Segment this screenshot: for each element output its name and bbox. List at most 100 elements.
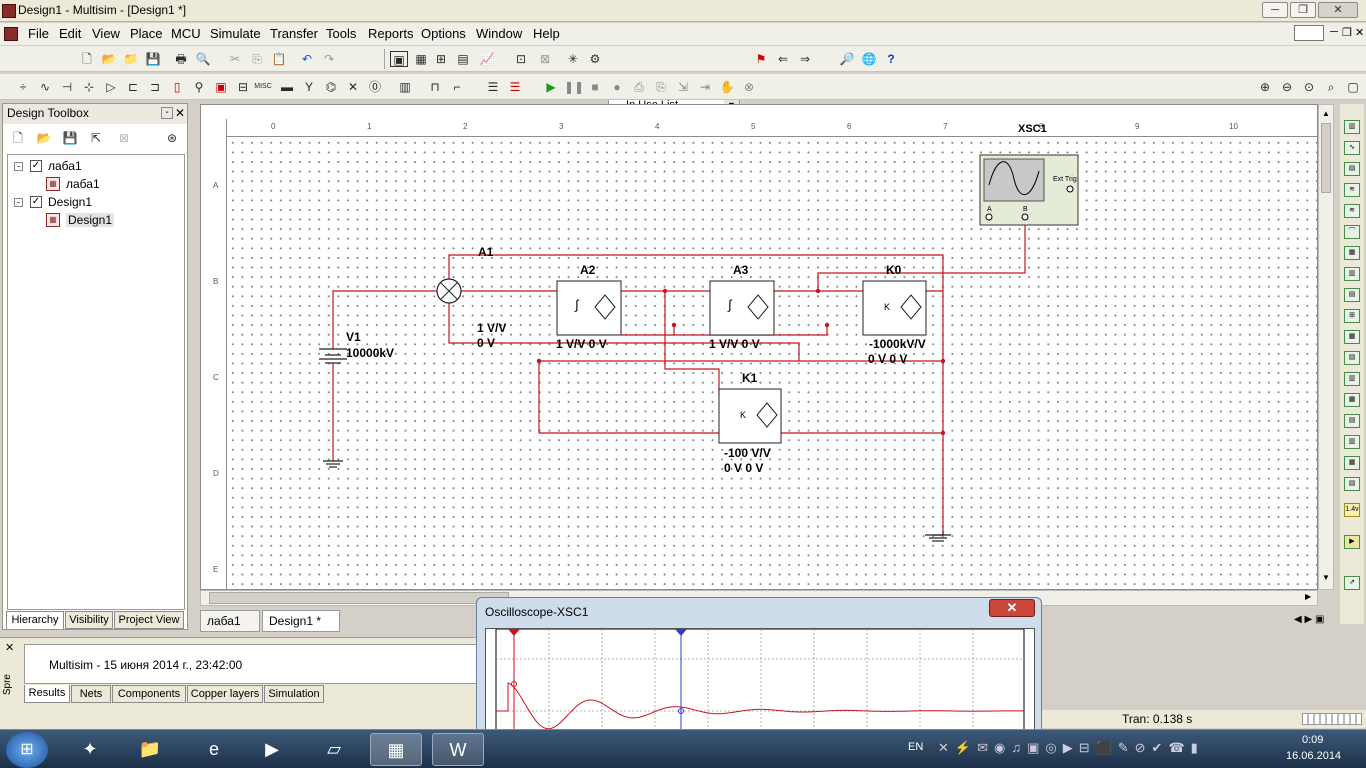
transistor-icon[interactable]: ⊹ bbox=[83, 80, 95, 94]
clock-date[interactable]: 16.06.2014 bbox=[1286, 750, 1342, 762]
paste-icon[interactable]: 📋 bbox=[271, 52, 287, 66]
oscilloscope-screen[interactable] bbox=[485, 628, 1035, 740]
remove-design-icon[interactable]: ⊠ bbox=[118, 131, 130, 145]
toggle-visibility-icon[interactable]: ⊛ bbox=[166, 131, 178, 145]
mdi-restore-icon[interactable]: ❐ bbox=[1342, 27, 1352, 39]
logic-analyzer-icon[interactable]: ▤ bbox=[1344, 288, 1360, 302]
canvas-vertical-scrollbar[interactable]: ▲ ▼ bbox=[1318, 104, 1334, 590]
stop-icon[interactable]: ■ bbox=[591, 80, 599, 94]
step-over-icon[interactable]: ⎙ bbox=[634, 80, 644, 94]
step-icon[interactable]: ● bbox=[613, 80, 621, 94]
tab-visibility[interactable]: Visibility bbox=[65, 611, 113, 629]
close-button[interactable]: ✕ bbox=[1318, 2, 1358, 18]
tab-nav-icon[interactable]: ◀ ▶ ▣ bbox=[1294, 614, 1325, 625]
k0-label[interactable]: K0 bbox=[886, 263, 902, 277]
agilent-scope-icon[interactable]: ▦ bbox=[1344, 456, 1360, 470]
undo-icon[interactable]: ↶ bbox=[301, 52, 313, 66]
place-connector-icon[interactable]: ⊓ bbox=[430, 80, 440, 94]
schematic-canvas[interactable]: 0 1 2 3 4 5 6 7 8 9 10 A B C D E bbox=[200, 104, 1318, 590]
multisim-app-icon[interactable] bbox=[2, 4, 16, 18]
toolbox-close-icon[interactable]: ✕ bbox=[175, 106, 186, 120]
explorer-icon[interactable]: 📁 bbox=[138, 739, 162, 759]
internet-explorer-icon[interactable]: e bbox=[208, 739, 219, 759]
postprocessor-icon[interactable]: 📈 bbox=[479, 52, 495, 66]
function-generator-icon[interactable]: ∿ bbox=[1344, 141, 1360, 155]
media-player-icon[interactable]: ▶ bbox=[265, 739, 279, 759]
education-web-icon[interactable]: 🌐 bbox=[861, 52, 877, 66]
start-button[interactable]: ⊞ bbox=[6, 732, 48, 768]
power-icon[interactable]: ⊟ bbox=[237, 80, 249, 94]
menu-options[interactable]: Options bbox=[421, 26, 466, 41]
electrical-rules-icon[interactable]: ✳ bbox=[567, 52, 579, 66]
mixed-icon[interactable]: ⚲ bbox=[194, 80, 204, 94]
open-sample-icon[interactable]: 📁 bbox=[123, 52, 139, 66]
redo-icon[interactable]: ↷ bbox=[323, 52, 335, 66]
indicator-icon[interactable]: ▣ bbox=[215, 80, 227, 94]
tab-results[interactable]: Results bbox=[24, 685, 70, 703]
wattmeter-icon[interactable]: ▤ bbox=[1344, 162, 1360, 176]
scroll-up-icon[interactable]: ▲ bbox=[1322, 109, 1330, 118]
agilent-generator-icon[interactable]: ▤ bbox=[1344, 414, 1360, 428]
taskbar-app-icon[interactable]: ✦ bbox=[82, 739, 98, 759]
iv-analyzer-icon[interactable]: ▦ bbox=[1344, 330, 1360, 344]
print-icon[interactable]: 🖶 bbox=[175, 52, 187, 66]
save-design-icon[interactable]: 💾 bbox=[62, 131, 78, 145]
menu-transfer[interactable]: Transfer bbox=[270, 26, 318, 41]
k1-label[interactable]: K1 bbox=[742, 371, 758, 385]
electromech-icon[interactable]: ⌬ bbox=[325, 80, 337, 94]
tray-icons[interactable]: ✕⚡✉◉♫▣◎▶⊟⬛✎⊘✔☎▮ bbox=[938, 740, 1204, 755]
step-into-icon[interactable]: ⎘ bbox=[656, 80, 666, 94]
menu-file[interactable]: File bbox=[28, 26, 49, 41]
agilent-multimeter-icon[interactable]: ▥ bbox=[1344, 435, 1360, 449]
tab-nets[interactable]: Nets bbox=[71, 685, 111, 703]
oscilloscope-close-button[interactable]: ✕ bbox=[989, 599, 1035, 617]
network-analyzer-icon[interactable]: ▦ bbox=[1344, 393, 1360, 407]
back-annotate-icon[interactable]: ⚙ bbox=[589, 52, 601, 66]
analog-icon[interactable]: ▷ bbox=[106, 80, 116, 94]
remove-breakpoints-icon[interactable]: ⊗ bbox=[743, 80, 755, 94]
tree-collapse-icon[interactable]: - bbox=[14, 198, 23, 207]
transfer-back-icon[interactable]: ⇐ bbox=[777, 52, 789, 66]
tree-item-design-sheet[interactable]: Design1 bbox=[66, 213, 115, 227]
tab-project-view[interactable]: Project View bbox=[114, 611, 184, 629]
spectrum-analyzer-icon[interactable]: ▥ bbox=[1344, 372, 1360, 386]
tree-collapse-icon[interactable]: - bbox=[14, 162, 23, 171]
notes-icon[interactable]: ▱ bbox=[327, 739, 341, 759]
run-icon[interactable]: ▶ bbox=[546, 80, 556, 94]
open-icon[interactable]: 📂 bbox=[101, 52, 117, 66]
new-design-icon[interactable]: 🗋 bbox=[13, 131, 23, 145]
restore-button[interactable]: ❐ bbox=[1290, 2, 1316, 18]
mcu-icon[interactable]: ✕ bbox=[347, 80, 359, 94]
a1-label[interactable]: A1 bbox=[478, 245, 494, 259]
measurement-probe-icon[interactable]: ⇗ bbox=[1344, 576, 1360, 590]
four-channel-scope-icon[interactable]: ≋ bbox=[1344, 204, 1360, 218]
open-design-icon[interactable]: 📂 bbox=[36, 131, 52, 145]
grapher-icon[interactable]: ▤ bbox=[457, 52, 469, 66]
menu-place[interactable]: Place bbox=[130, 26, 163, 41]
tree-checkbox[interactable]: ✓ bbox=[30, 160, 42, 172]
basic-icon[interactable]: ∿ bbox=[39, 80, 51, 94]
labview-icon[interactable]: 1.4v bbox=[1344, 503, 1360, 517]
mdi-close-icon[interactable]: ✕ bbox=[1355, 27, 1365, 39]
spreadsheet-view-icon[interactable]: ▦ bbox=[415, 52, 427, 66]
toggle-toolbox-icon[interactable]: ▣ bbox=[390, 51, 408, 67]
bus-icon[interactable]: ▥ bbox=[399, 80, 411, 94]
scroll-thumb[interactable] bbox=[209, 592, 509, 604]
zoom-area-icon[interactable]: ⊙ bbox=[1303, 80, 1315, 94]
tektronix-scope-icon[interactable]: ▤ bbox=[1344, 477, 1360, 491]
current-probe-icon[interactable]: ▶ bbox=[1344, 535, 1360, 549]
hierarchical-icon[interactable]: ⓪ bbox=[368, 80, 381, 94]
cmos-icon[interactable]: ⊐ bbox=[149, 80, 161, 94]
a3-label[interactable]: A3 bbox=[733, 263, 749, 277]
menu-mcu[interactable]: MCU bbox=[171, 26, 201, 41]
scroll-thumb[interactable] bbox=[1321, 123, 1331, 193]
mdi-min-icon[interactable]: ─ bbox=[1330, 26, 1338, 38]
place-wire-icon[interactable]: ⌐ bbox=[453, 80, 461, 94]
source-icon[interactable]: ÷ bbox=[19, 80, 27, 94]
pause-icon[interactable]: ❚❚ bbox=[564, 80, 585, 94]
word-generator-icon[interactable]: ▥ bbox=[1344, 267, 1360, 281]
print-preview-icon[interactable]: 🔍 bbox=[195, 52, 211, 66]
a2-label[interactable]: A2 bbox=[580, 263, 596, 277]
erc-icon[interactable]: ⚑ bbox=[755, 52, 767, 66]
minimize-button[interactable]: ─ bbox=[1262, 2, 1288, 18]
